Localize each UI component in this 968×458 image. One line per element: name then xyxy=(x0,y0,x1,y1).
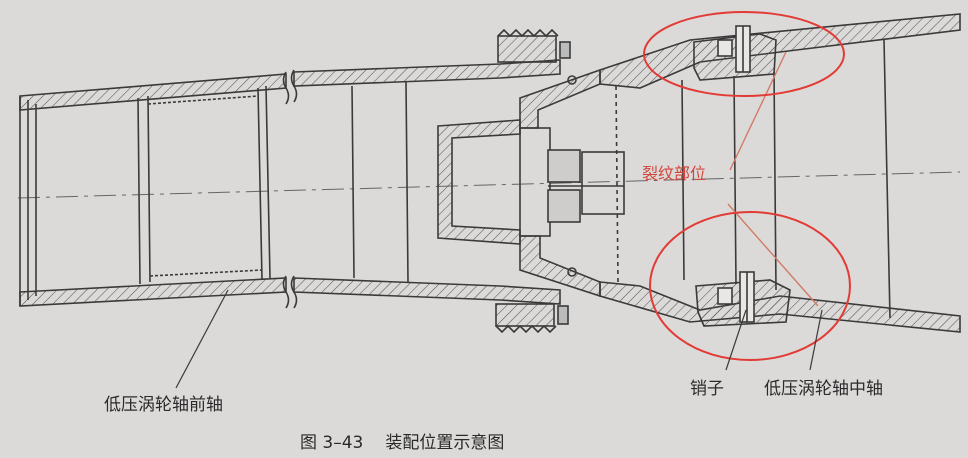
caption-title: 装配位置示意图 xyxy=(385,433,505,453)
highlight-circle-upper xyxy=(643,11,845,97)
middle-shaft-section xyxy=(290,28,625,334)
caption-number: 图 3–43 xyxy=(300,433,364,453)
figure-caption: 图 3–43 装配位置示意图 xyxy=(300,428,504,453)
middle-shaft xyxy=(599,13,961,333)
pin-label: 销子 xyxy=(690,379,724,399)
leader-middle-shaft xyxy=(809,309,823,371)
center-line xyxy=(17,171,961,199)
middle-shaft-label: 低压涡轮轴中轴 xyxy=(764,379,883,399)
highlight-circle-lower xyxy=(649,211,851,361)
crack-location-label: 裂纹部位 xyxy=(642,164,707,183)
crack-leader-line-lower xyxy=(727,203,819,307)
front-shaft xyxy=(19,71,290,309)
leader-front-shaft xyxy=(175,289,229,389)
front-shaft-label: 低压涡轮轴前轴 xyxy=(104,395,223,415)
crack-leader-line xyxy=(729,51,787,171)
leader-pin xyxy=(725,309,747,371)
